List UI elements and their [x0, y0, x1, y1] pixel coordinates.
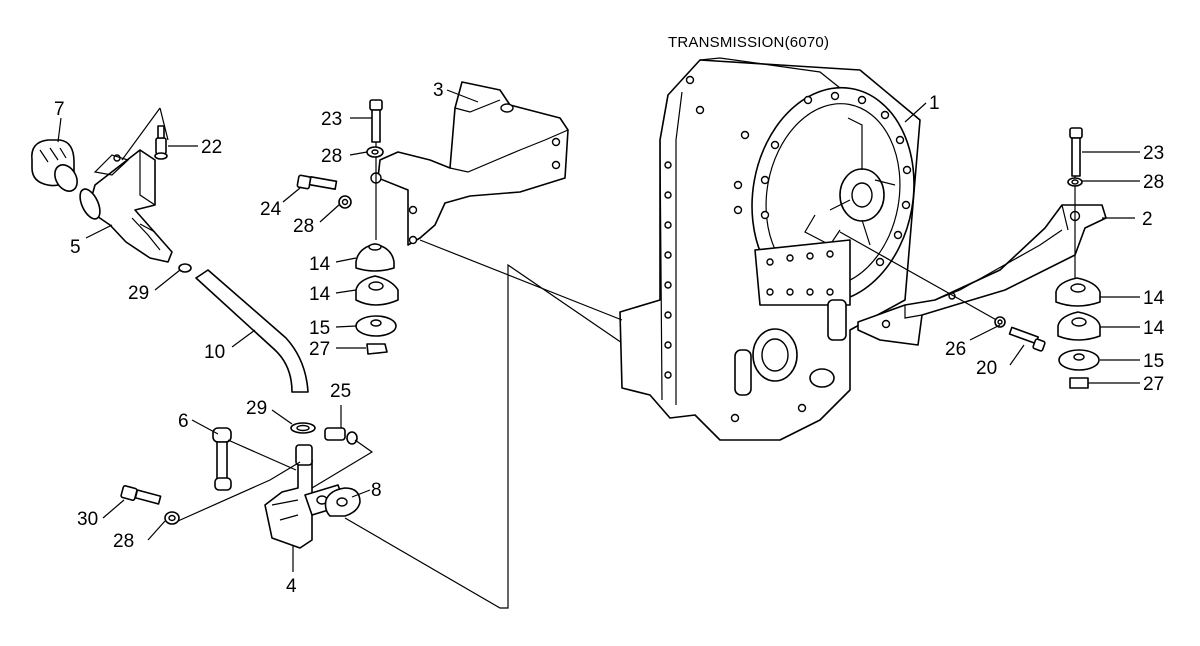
- fastener-stack-right: [994, 127, 1101, 389]
- callout-29-lower: 29: [246, 398, 267, 419]
- callout-26: 26: [945, 339, 966, 360]
- callout-4: 4: [286, 576, 297, 597]
- diagram-title: TRANSMISSION(6070): [668, 34, 829, 51]
- oil-filler-assembly: [31, 125, 192, 273]
- mount-bracket-left: [370, 81, 569, 246]
- callout-14-left-lower: 14: [309, 284, 331, 305]
- callout-23-left: 23: [321, 109, 342, 130]
- lower-fitting-assembly: [120, 422, 374, 549]
- callout-1: 1: [929, 93, 940, 114]
- callout-15-right: 15: [1143, 351, 1164, 372]
- hose: [195, 269, 309, 393]
- callout-20: 20: [976, 358, 997, 379]
- routing-line: [344, 263, 626, 609]
- callout-7: 7: [54, 99, 65, 120]
- callout-25: 25: [330, 381, 351, 402]
- callout-15-left: 15: [309, 318, 330, 339]
- callout-leaders: [57, 89, 1140, 572]
- callout-28-lower: 28: [113, 531, 134, 552]
- callout-2: 2: [1142, 209, 1153, 230]
- leader-bracket-left: [419, 239, 623, 321]
- callout-28-left-top: 28: [321, 146, 342, 167]
- callout-28-left-mid: 28: [293, 216, 314, 237]
- leader-bracket-right: [839, 231, 1001, 323]
- callout-30: 30: [77, 509, 98, 530]
- callout-28-right: 28: [1143, 172, 1164, 193]
- callout-22: 22: [201, 137, 222, 158]
- callout-5: 5: [70, 237, 81, 258]
- housing-bolts: [664, 75, 912, 423]
- callout-3: 3: [433, 80, 444, 101]
- callout-labels: 1 2 3 4 5 6 7 8 10 14 14 15 27 14 14 15 …: [54, 80, 1165, 597]
- callout-24: 24: [260, 199, 282, 220]
- transmission-housing: [619, 57, 921, 441]
- fastener-stack-left: [296, 99, 399, 355]
- callout-14-left-upper: 14: [309, 254, 331, 275]
- callout-6: 6: [178, 411, 189, 432]
- callout-27-left: 27: [309, 339, 330, 360]
- callout-8: 8: [371, 480, 382, 501]
- callout-29-upper: 29: [128, 283, 149, 304]
- callout-23-right: 23: [1143, 143, 1164, 164]
- callout-14-right-upper: 14: [1143, 288, 1165, 309]
- callout-14-right-lower: 14: [1143, 318, 1165, 339]
- callout-27-right: 27: [1143, 374, 1164, 395]
- callout-10: 10: [204, 342, 225, 363]
